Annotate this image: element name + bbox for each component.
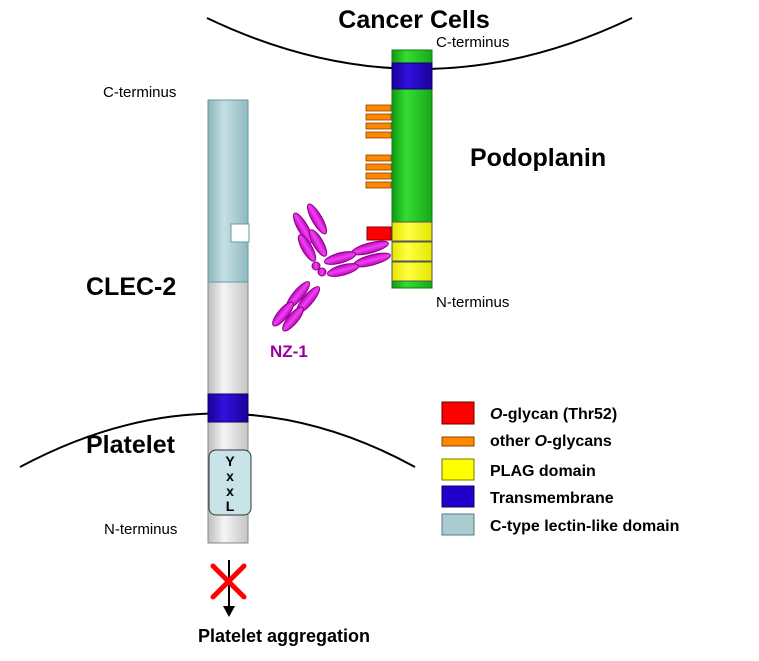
clec2-transmembrane xyxy=(207,393,249,423)
legend-swatch-plag xyxy=(441,458,475,481)
podoplanin-plag-3 xyxy=(391,261,433,282)
podoplanin-label: Podoplanin xyxy=(470,144,606,172)
other-oglycan-bar-3 xyxy=(365,122,392,130)
nz1-heavy-upper-1 xyxy=(292,212,314,244)
podoplanin-molecule xyxy=(365,49,433,289)
other-oglycan-bar-6 xyxy=(365,163,392,171)
other-oglycan-bar-1 xyxy=(365,104,392,112)
legend-label-other-text: other xyxy=(490,433,534,450)
yxxl-letter-2: x xyxy=(226,468,234,484)
legend-swatch-thr52 xyxy=(441,401,475,425)
clec2-binding-notch xyxy=(230,223,250,243)
yxxl-motif-box xyxy=(208,449,252,516)
nz1-hinge-1 xyxy=(311,261,321,271)
podoplanin-transmembrane xyxy=(391,62,433,90)
nz1-heavy-right-4 xyxy=(326,263,360,277)
clec2-n-terminus-label: N-terminus xyxy=(104,521,177,538)
red-x-icon xyxy=(210,563,247,600)
other-oglycan-bar-7 xyxy=(365,172,392,180)
legend-label-thr52-prefix: O xyxy=(490,406,503,423)
cancer-cells-label: Cancer Cells xyxy=(338,6,489,34)
nz1-label: NZ-1 xyxy=(270,342,308,361)
legend-label-transmembrane: Transmembrane xyxy=(490,490,614,507)
nz1-heavy-upper-3 xyxy=(297,234,317,262)
yxxl-letter-3: x xyxy=(226,483,234,499)
other-oglycan-bar-5 xyxy=(365,154,392,162)
podoplanin-n-terminus-label: N-terminus xyxy=(436,294,509,311)
podoplanin-plag-2 xyxy=(391,241,433,262)
yxxl-letter-1: Y xyxy=(225,453,235,469)
nz1-fc-3 xyxy=(272,301,294,327)
clec2-label: CLEC-2 xyxy=(86,273,176,301)
nz1-heavy-upper-2 xyxy=(306,203,328,235)
other-oglycan-bar-8 xyxy=(365,181,392,189)
legend-label-other-oglycans: other O-glycans xyxy=(490,433,612,450)
podoplanin-c-terminus-label: C-terminus xyxy=(436,34,509,51)
legend: O-glycan (Thr52) other O-glycans PLAG do… xyxy=(441,401,679,536)
legend-swatch-other-oglycans xyxy=(441,436,475,447)
yxxl-letter-4: L xyxy=(226,498,235,514)
other-oglycans xyxy=(365,104,392,189)
legend-label-plag: PLAG domain xyxy=(490,463,596,480)
nz1-fc-4 xyxy=(282,306,304,332)
podoplanin-plag-1 xyxy=(391,221,433,242)
nz1-heavy-upper-4 xyxy=(308,229,328,257)
platelet-aggregation-label: Platelet aggregation xyxy=(198,626,370,646)
nz1-hinge-2 xyxy=(317,267,327,277)
clec2-ctld xyxy=(207,99,249,283)
legend-swatch-ctld xyxy=(441,513,475,536)
platelet-label: Platelet xyxy=(86,431,176,459)
clec2-molecule: Y x x L xyxy=(207,99,252,544)
legend-label-other-suffix: -glycans xyxy=(547,433,612,450)
other-oglycan-bar-4 xyxy=(365,131,392,139)
legend-label-thr52: O-glycan (Thr52) xyxy=(490,406,617,423)
thr52-oglycan xyxy=(366,226,392,241)
legend-swatch-transmembrane xyxy=(441,485,475,508)
legend-label-ctld: C-type lectin-like domain xyxy=(490,518,679,535)
nz1-antibody xyxy=(272,203,391,332)
arrow-down-icon xyxy=(223,606,235,617)
nz1-heavy-right-3 xyxy=(323,251,357,265)
legend-label-other-italic: O xyxy=(534,433,547,450)
clec2-c-terminus-label: C-terminus xyxy=(103,84,176,101)
other-oglycan-bar-2 xyxy=(365,113,392,121)
legend-label-thr52-text: -glycan (Thr52) xyxy=(502,406,617,423)
